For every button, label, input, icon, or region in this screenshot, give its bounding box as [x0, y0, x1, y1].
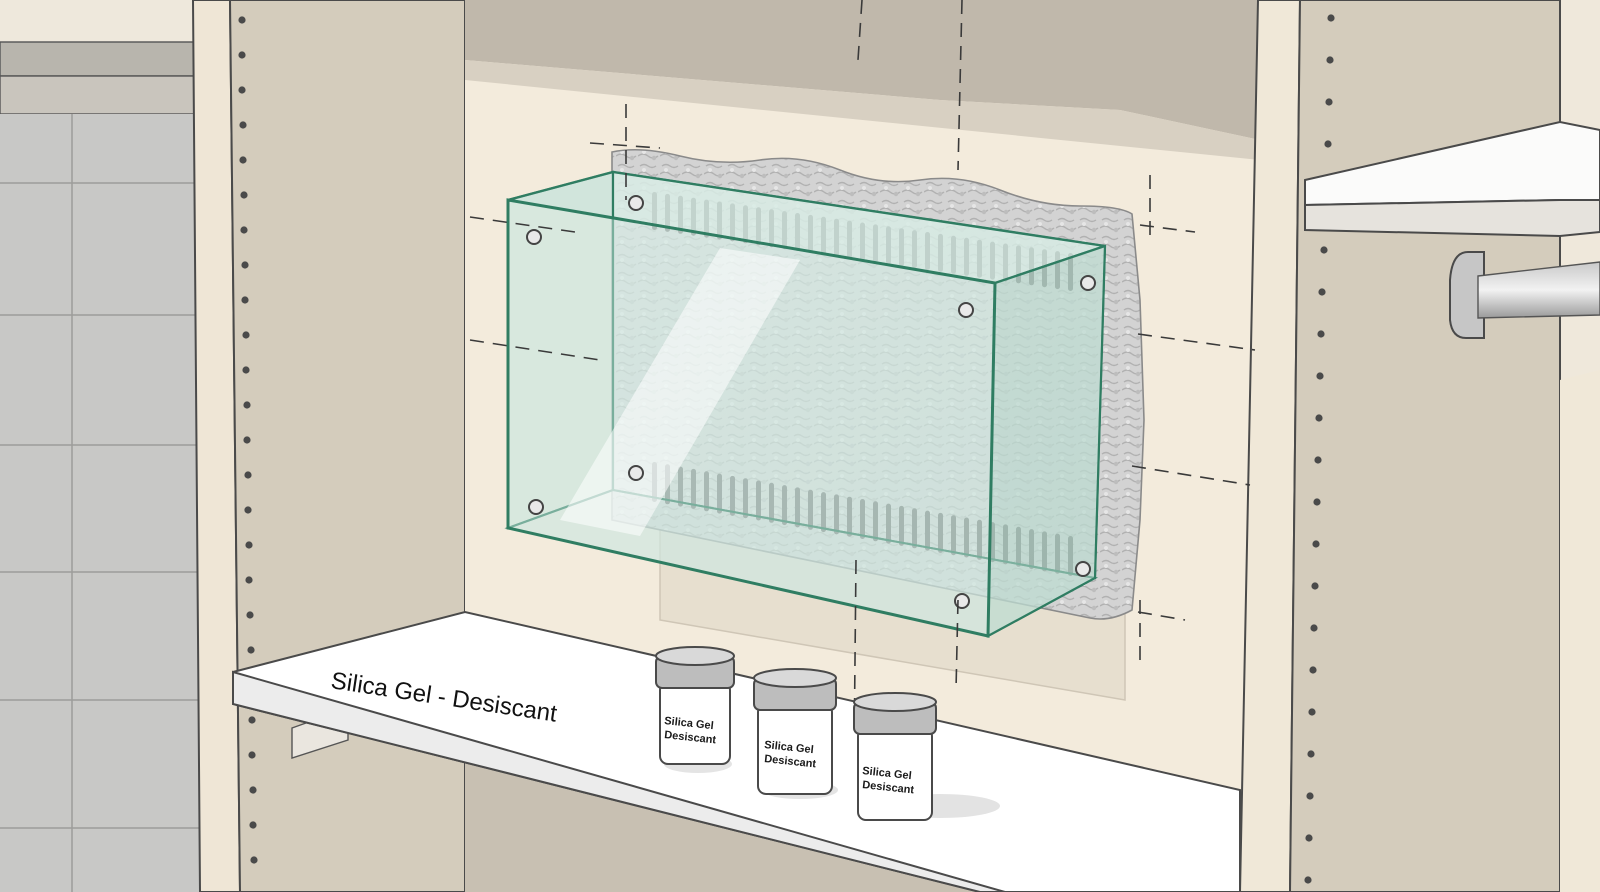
jar-label-line1: Silica Gel	[862, 765, 913, 782]
upper-left-shelf	[0, 41, 196, 77]
jar-label-line2: Desiscant	[862, 779, 915, 796]
closet-rod	[1449, 251, 1600, 339]
glass-enclosure	[504, 170, 1107, 638]
wall-tiles	[0, 114, 200, 892]
desiccant-jar: Silica Gel Desiscant	[655, 646, 735, 773]
desiccant-jars: Silica Gel Desiscant Silica Gel Desiscan…	[655, 646, 1000, 821]
jar-label-line2: Desiscant	[664, 729, 717, 746]
right-shelf-pin-holes	[1304, 14, 1335, 884]
jar-label-line1: Silica Gel	[664, 715, 715, 732]
desiccant-jar: Silica Gel Desiscant	[753, 668, 838, 799]
glass-right-face	[986, 244, 1107, 638]
shelf-front-edge	[232, 670, 1006, 892]
desiccant-jar: Silica Gel Desiscant	[853, 692, 1000, 821]
left-shelf-pin-holes	[238, 16, 258, 864]
glass-glare	[560, 248, 800, 536]
jar-label-line1: Silica Gel	[764, 739, 815, 756]
left-background	[0, 0, 200, 892]
left-upright	[191, 0, 466, 892]
upper-left-shelf-edge	[0, 75, 196, 115]
right-upright	[1238, 0, 1600, 892]
main-shelf: Silica Gel - Desiscant	[232, 610, 1241, 892]
jar-label-line2: Desiscant	[764, 753, 817, 770]
